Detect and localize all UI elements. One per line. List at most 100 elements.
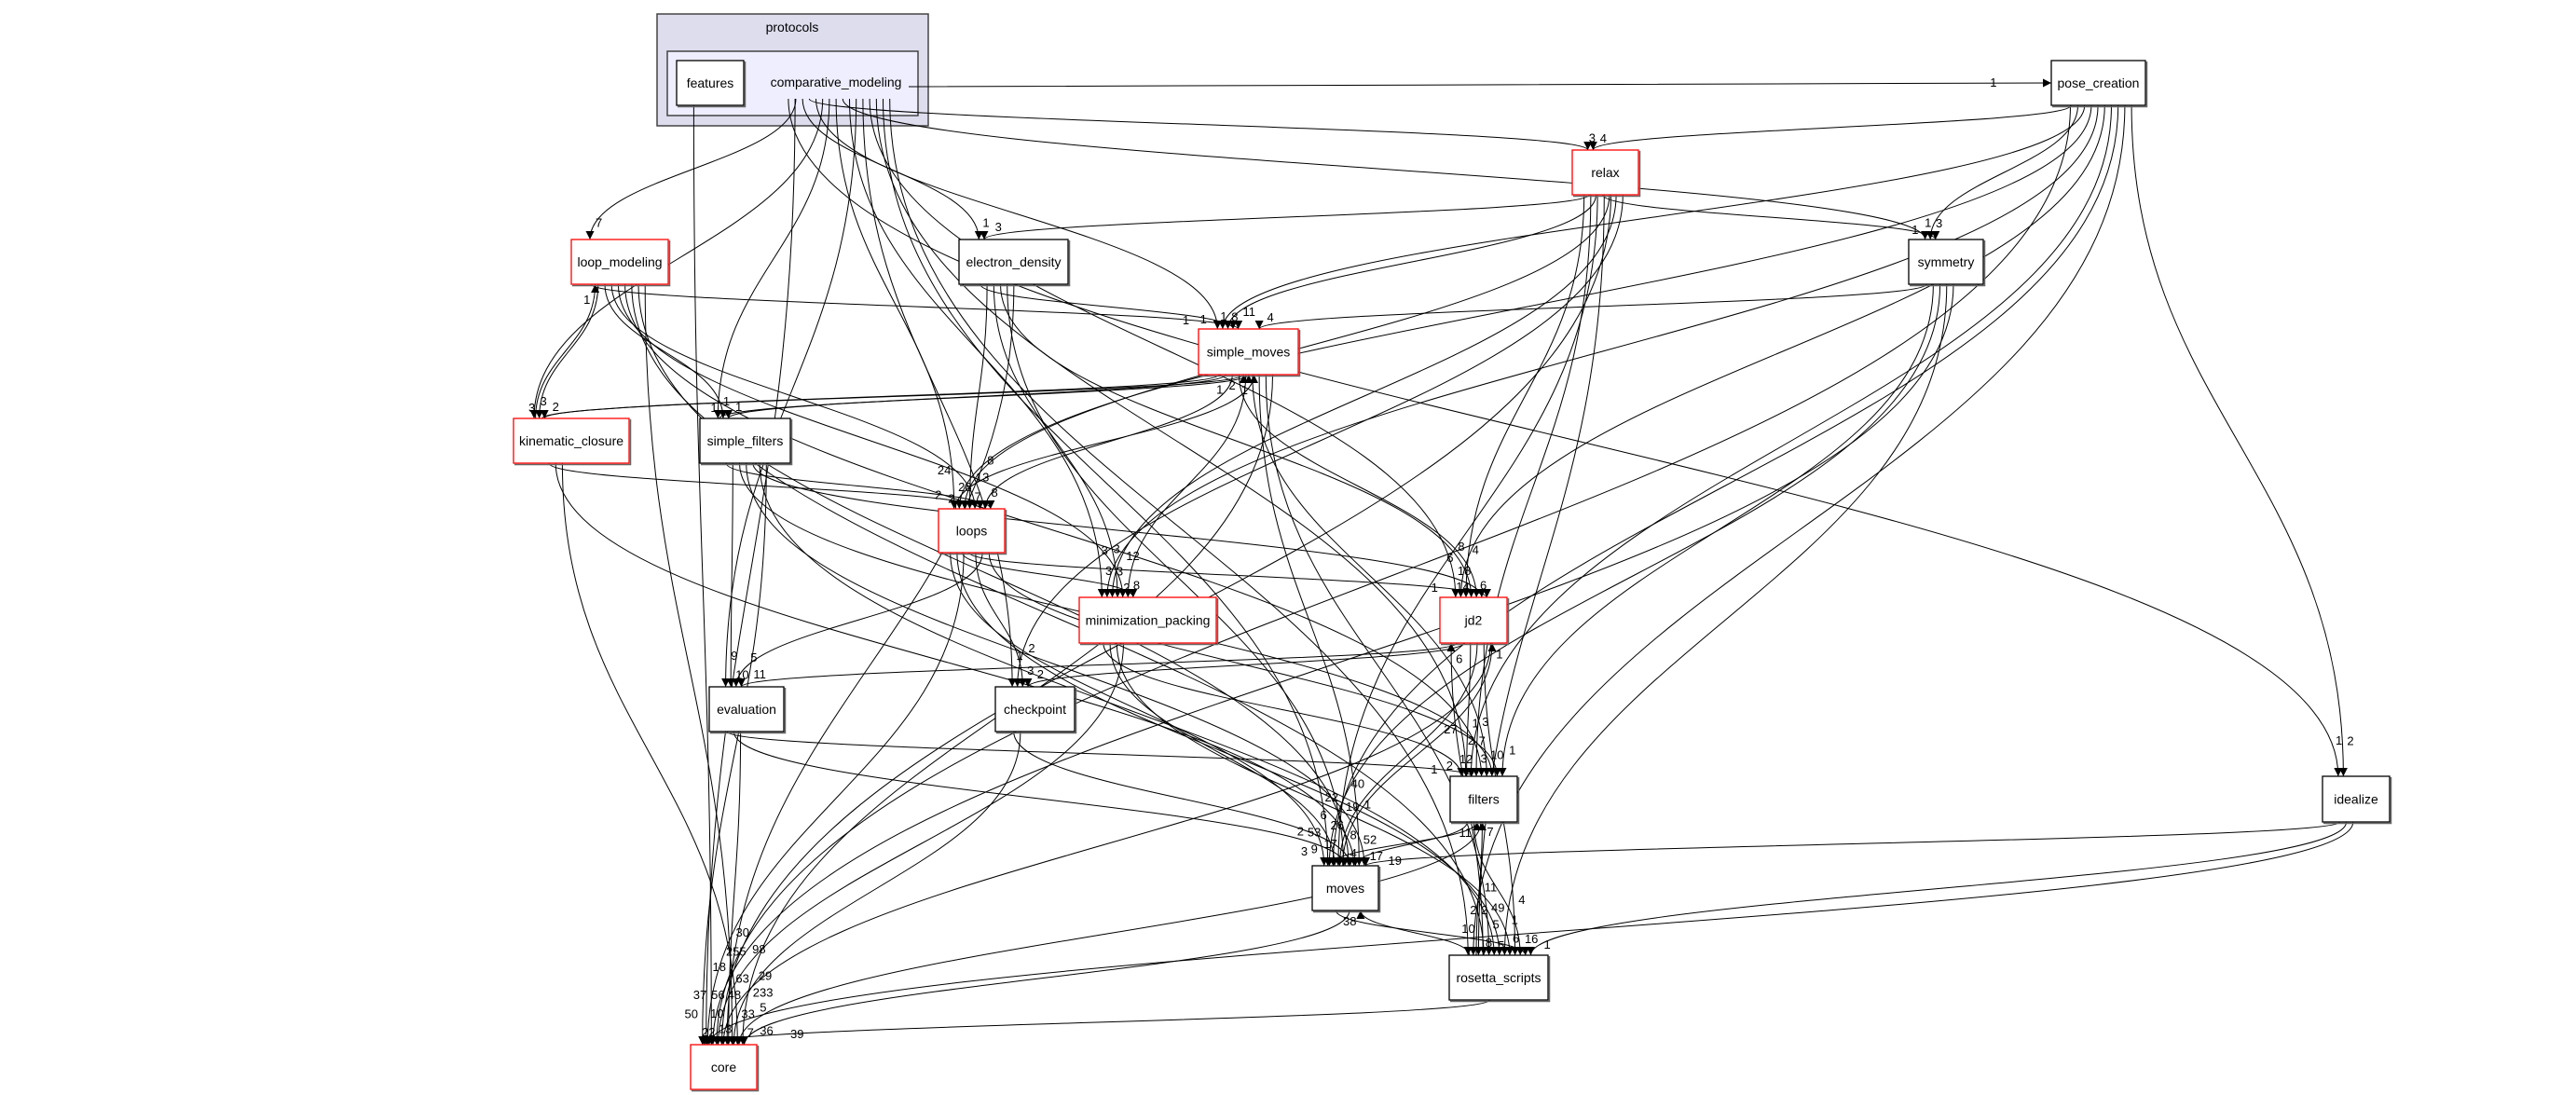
edge-count-label[interactable]: 5 [1492,917,1499,931]
edge-evaluation-to-moves[interactable] [733,731,1350,867]
edge-symmetry-to-rosetta-scripts[interactable] [1500,283,1948,956]
edge-count-label[interactable]: 1 [1200,312,1207,326]
edge-comparative-modeling-to-symmetry[interactable] [842,98,1929,240]
edge-rosetta-scripts-to-filters[interactable] [1475,821,1487,956]
edge-moves-to-filters[interactable] [1328,821,1482,867]
edge-count-label[interactable]: 11 [1459,826,1473,840]
edge-simple-filters-to-rosetta-scripts[interactable] [759,462,1499,956]
edge-count-label[interactable]: 8 [1458,540,1464,554]
edge-count-label[interactable]: 1 [1543,938,1550,951]
edge-count-label[interactable]: 63 [735,971,748,985]
edge-loops-to-filters[interactable] [988,552,1501,777]
edge-filters-to-rosetta-scripts[interactable] [1473,821,1525,956]
node-simple-filters[interactable]: simple_filters [699,417,793,466]
edge-simple-filters-to-core[interactable] [698,462,767,1046]
edge-comparative-modeling-to-jd2[interactable] [869,98,1460,598]
edge-count-label[interactable]: 11 [1243,305,1256,319]
edge-moves-to-rosetta-scripts[interactable] [1336,910,1530,956]
edge-count-label[interactable]: 22 [1324,790,1337,804]
edge-count-label[interactable]: 7 [747,1025,754,1039]
edge-count-label[interactable]: 40 [1351,776,1364,790]
edge-jd2-to-core[interactable] [719,642,1491,1046]
edge-count-label[interactable]: 8 [1486,936,1492,950]
edge-jd2-to-filters[interactable] [1462,642,1472,777]
edge-count-label[interactable]: 2 [1446,759,1453,773]
edge-kinematic-closure-to-moves[interactable] [555,462,1359,867]
edge-loop-modeling-to-kinematic-closure[interactable] [535,283,599,419]
edge-count-label[interactable]: 18 [1458,564,1471,578]
edge-count-label[interactable]: 4 [1473,543,1479,557]
edge-count-label[interactable]: 19 [1346,800,1359,814]
edge-relax-to-jd2[interactable] [1461,194,1585,598]
edge-count-label[interactable]: 3 [1027,664,1034,678]
edge-count-label[interactable]: 1 [1496,648,1502,662]
edge-count-label[interactable]: 1 [735,400,742,414]
edge-comparative-modeling-to-relax[interactable] [808,98,1592,151]
edge-jd2-to-evaluation[interactable] [737,642,1458,688]
edge-simple-moves-to-jd2[interactable] [1239,374,1481,598]
edge-simple-moves-to-filters[interactable] [1252,374,1491,777]
edge-count-label[interactable]: 24 [938,463,951,477]
edge-comparative-modeling-to-evaluation[interactable] [721,98,857,688]
edge-loops-to-rosetta-scripts[interactable] [956,552,1504,956]
edge-count-label[interactable]: 9 [1311,842,1318,855]
edge-idealize-to-moves[interactable] [1362,821,2340,867]
edge-count-label[interactable]: 50 [685,1006,698,1020]
edge-simple-filters-to-simple-moves[interactable] [719,374,1254,419]
edge-count-label[interactable]: 6 [1480,578,1487,592]
edge-count-label[interactable]: 49 [1491,901,1504,915]
edge-simple-filters-to-evaluation[interactable] [726,462,735,688]
edge-electron-density-to-core[interactable] [722,283,1015,1046]
edge-pose-creation-to-relax[interactable] [1589,104,2072,151]
edge-simple-filters-to-moves[interactable] [746,462,1369,867]
edge-count-label[interactable]: 27 [1444,722,1457,736]
edge-count-label[interactable]: 5 [750,650,757,664]
edge-count-label[interactable]: 28 [958,480,971,494]
edge-count-label[interactable]: 10 [1461,922,1474,936]
edge-count-label[interactable]: 2 [1468,733,1474,747]
node-pose-creation[interactable]: pose_creation [2050,60,2148,108]
edge-count-label[interactable]: 13 [719,1022,732,1036]
edge-count-label[interactable]: 2 [1229,378,1236,392]
node-electron-density[interactable]: electron_density [958,239,1071,287]
node-jd2[interactable]: jd2 [1439,596,1510,646]
edge-count-label[interactable]: 53 [1308,826,1321,840]
node-minimization-packing[interactable]: minimization_packing [1078,596,1219,646]
edge-count-label[interactable]: 1 [1925,216,1931,230]
edge-count-label[interactable]: 98 [752,942,765,956]
node-symmetry[interactable]: symmetry [1908,239,1986,287]
edge-count-label[interactable]: 233 [753,985,774,999]
edge-pose-creation-to-jd2[interactable] [1456,104,2105,598]
edge-minimization-packing-to-core[interactable] [714,642,1124,1046]
edge-rosetta-scripts-to-moves[interactable] [1356,910,1471,956]
edge-features-to-core[interactable] [692,104,716,1046]
edge-comparative-modeling-to-rosetta-scripts[interactable] [889,98,1473,956]
edge-count-label[interactable]: 8 [987,453,993,467]
node-loops[interactable]: loops [938,508,1007,555]
edge-count-label[interactable]: 18 [713,960,726,974]
edge-filters-to-moves[interactable] [1350,821,1468,867]
edge-count-label[interactable]: 1 [1241,383,1248,397]
edge-checkpoint-to-core[interactable] [729,731,1021,1046]
edge-count-label[interactable]: 2 [948,492,954,506]
node-idealize[interactable]: idealize [2322,775,2392,825]
edge-count-label[interactable]: 7 [975,489,981,503]
edge-count-label[interactable]: 56 [711,988,724,1002]
edge-simple-filters-to-loops[interactable] [725,462,995,510]
edge-jd2-to-checkpoint[interactable] [1023,642,1465,688]
edge-count-label[interactable]: 3 [995,220,1002,234]
edge-loops-to-evaluation[interactable] [732,552,983,688]
edge-count-label[interactable]: 2 [935,488,941,502]
edge-loop-modeling-to-filters[interactable] [624,283,1487,777]
edge-count-label[interactable]: 1 [2336,733,2342,747]
edge-count-label[interactable]: 1 [1431,762,1437,776]
edge-count-label[interactable]: 17 [1323,837,1336,851]
edge-count-label[interactable]: 3 [1114,541,1120,555]
edge-comparative-modeling-to-idealize[interactable] [788,98,2343,777]
node-evaluation[interactable]: evaluation [708,686,787,734]
node-rosetta-scripts[interactable]: rosetta_scripts [1448,954,1551,1003]
edge-count-label[interactable]: 11 [753,667,766,681]
edge-count-label[interactable]: 39 [790,1027,803,1041]
edge-count-label[interactable]: 29 [759,969,772,983]
edge-pose-creation-to-symmetry[interactable] [1925,104,2078,240]
